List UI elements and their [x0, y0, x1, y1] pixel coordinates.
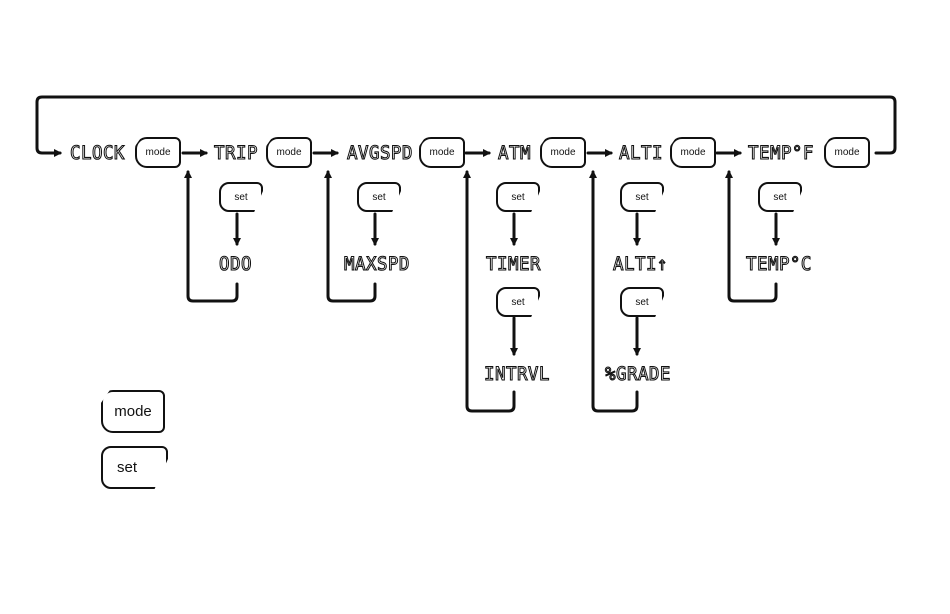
mode-button-temp[interactable]: mode [824, 137, 870, 168]
mode-atm: ATM [498, 143, 531, 163]
mode-clock: CLOCK [70, 143, 125, 163]
legend-mode-button[interactable]: mode [101, 390, 165, 433]
mode-alti: ALTI [619, 143, 663, 163]
mode-button-trip[interactable]: mode [266, 137, 312, 168]
sub-intrvl: INTRVL [484, 364, 550, 384]
mode-button-clock[interactable]: mode [135, 137, 181, 168]
mode-trip: TRIP [214, 143, 258, 163]
sub-odo: ODO [219, 254, 252, 274]
mode-temp-f: TEMP°F [748, 143, 814, 163]
sub-temp-c: TEMP°C [746, 254, 812, 274]
mode-button-atm[interactable]: mode [540, 137, 586, 168]
mode-button-avgspd[interactable]: mode [419, 137, 465, 168]
mode-button-alti[interactable]: mode [670, 137, 716, 168]
mode-avgspd: AVGSPD [347, 143, 413, 163]
sub-timer: TIMER [486, 254, 541, 274]
sub-maxspd: MAXSPD [344, 254, 410, 274]
sub-alti-up: ALTI↑ [613, 254, 668, 274]
sub-grade: %GRADE [605, 364, 671, 384]
